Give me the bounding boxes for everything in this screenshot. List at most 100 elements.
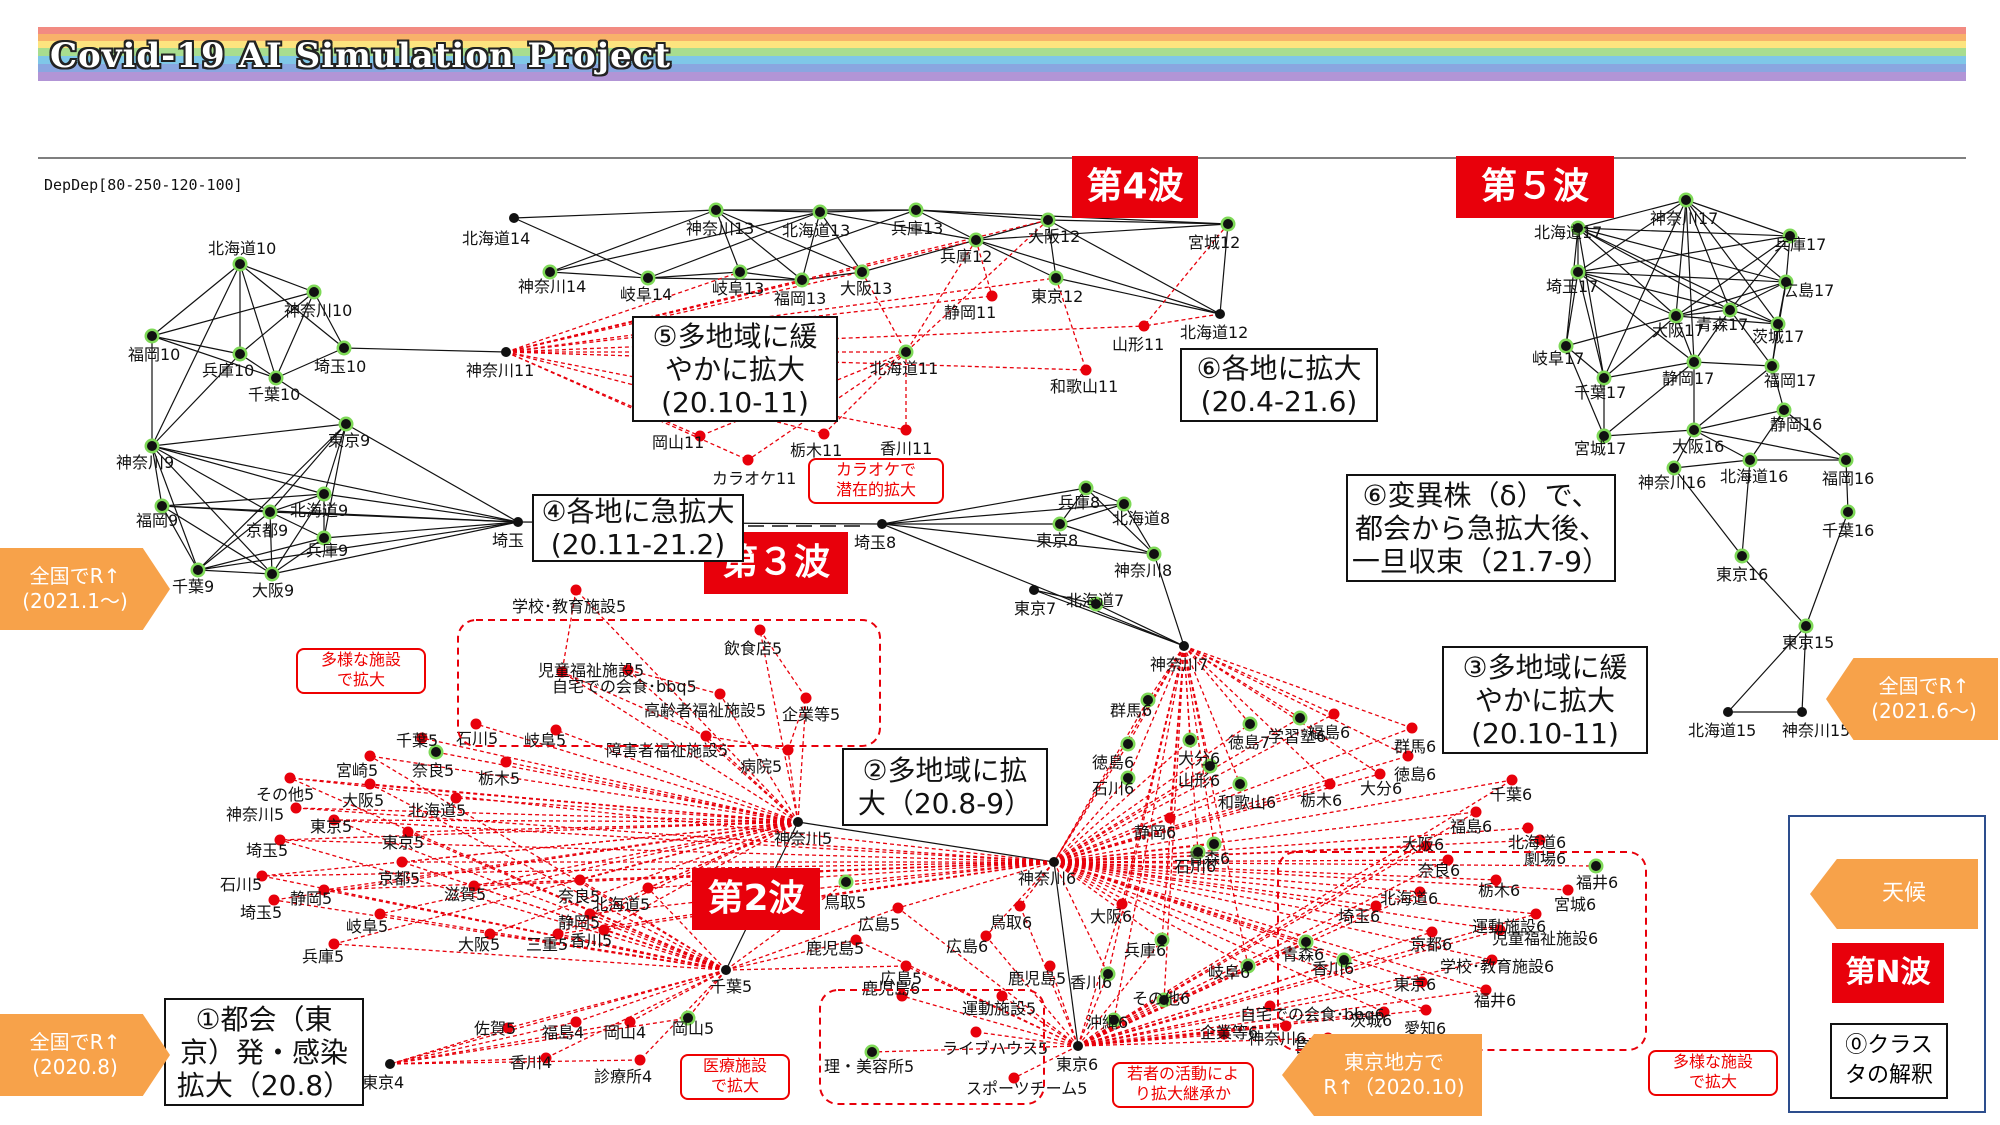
node-label: 群馬6 [1110, 701, 1152, 720]
node-label: 群馬6 [1394, 737, 1436, 756]
node-kag6 [1100, 966, 1116, 982]
node-toc6 [1324, 778, 1336, 790]
network-edge [1675, 235, 1791, 317]
network-edge [1047, 219, 1229, 225]
network-edge [197, 569, 273, 575]
node-kag5 [598, 924, 610, 936]
node-label: 東京6 [1394, 975, 1436, 994]
network-edge [151, 445, 325, 495]
network-edge-red [1053, 765, 1211, 863]
node-label: 診療所4 [594, 1067, 652, 1086]
node-label: 京都6 [1410, 935, 1452, 954]
node-fuk10 [144, 328, 160, 344]
legend-cluster-box: ⓪クラス タの解釈 [1830, 1023, 1948, 1099]
node-kag11 [900, 424, 912, 436]
node-tok5b [402, 826, 414, 838]
node-sai8 [877, 519, 887, 529]
trigger-line: (2020.8) [32, 1055, 118, 1079]
network-edge [715, 209, 741, 273]
node-kan9 [144, 438, 160, 454]
node-chi10 [268, 370, 284, 386]
node-label: スポーツチーム5 [966, 1079, 1087, 1098]
node-sho5 [700, 730, 712, 742]
network-edge-red [1053, 861, 1597, 867]
network-edge [151, 335, 241, 355]
trigger-line: 全国でR↑ [29, 1030, 121, 1054]
node-hir5b [900, 960, 912, 972]
parameter-label: DepDep[80-250-120-100] [44, 176, 243, 194]
network-edge [1675, 281, 1787, 317]
node-label: 静岡5 [558, 913, 600, 932]
node-label: 鹿児島5 [1008, 969, 1066, 988]
network-edge [1603, 361, 1695, 437]
node-sai5b [268, 894, 280, 906]
node-label: 千葉17 [1574, 383, 1626, 402]
annotation-line: (20.4-21.6) [1200, 385, 1358, 418]
annotation-box-2: ②多地域に拡 大（20.8-9） [842, 748, 1048, 826]
note-line: 若者の活動によ [1126, 1064, 1239, 1083]
network-edge [161, 493, 325, 507]
network-edge [1727, 625, 1807, 713]
annotation-line: 京）発・感染 [179, 1035, 348, 1069]
network-edge [1603, 361, 1695, 379]
node-osa16 [1686, 422, 1702, 438]
network-edge [1577, 271, 1787, 283]
network-edge-red [905, 239, 977, 353]
network-edge [975, 219, 1049, 241]
node-label: その他5 [256, 785, 314, 804]
network-edge [1685, 199, 1695, 363]
node-label: 岐阜17 [1532, 349, 1584, 368]
network-edge-red [975, 239, 993, 297]
node-label: 神奈川17 [1650, 209, 1718, 228]
network-edge-red [905, 219, 1049, 353]
network-edge [239, 263, 277, 379]
node-label: 東京12 [1031, 287, 1083, 306]
annotation-line: 拡大（20.8） [176, 1068, 352, 1102]
node-label: 北海道17 [1534, 223, 1602, 242]
node-kig6 [1218, 1028, 1230, 1040]
node-label: 静岡17 [1662, 369, 1714, 388]
network-edge [313, 291, 345, 349]
node-liv5 [970, 1026, 982, 1038]
network-edge-red [719, 693, 799, 823]
network-edge-red [473, 821, 799, 887]
node-osa5a [364, 778, 376, 790]
network-edge [801, 211, 821, 281]
network-edge-red [699, 351, 907, 437]
node-label: 北海道16 [1720, 467, 1788, 486]
node-label: 障害者福祉施設5 [606, 741, 728, 760]
node-label: 北海道5 [408, 801, 466, 820]
node-label: 鳥取6 [990, 913, 1032, 932]
node-gun6 [1140, 692, 1156, 708]
node-label: 学校･教育施設6 [1440, 957, 1554, 976]
network-edge-red [1053, 717, 1301, 863]
network-edge [1577, 227, 1779, 325]
network-edge [881, 523, 1155, 555]
node-sai17 [1570, 264, 1586, 280]
node-osa17 [1668, 308, 1684, 324]
node-label: 広島5 [858, 915, 900, 934]
network-edge [1685, 199, 1731, 311]
network-edge [151, 263, 241, 447]
node-label: 北海道15 [1688, 721, 1756, 740]
network-edge-red [1053, 861, 1163, 941]
node-son5 [284, 772, 296, 784]
node-label: 北海道8 [1112, 509, 1170, 528]
trigger-arrow-2021-1: 全国でR↑ (2021.1～) [0, 548, 170, 630]
node-kgs5a [850, 934, 862, 946]
node-label: 徳島6 [1092, 753, 1134, 772]
node-shi5 [318, 884, 330, 896]
node-sig5 [468, 880, 480, 892]
node-label: 東京6 [1056, 1055, 1098, 1074]
node-chi16 [1840, 504, 1856, 520]
network-edge [1685, 199, 1779, 325]
network-edge [1783, 409, 1847, 461]
network-edge [1801, 625, 1807, 713]
network-edge [1693, 361, 1773, 367]
annotation-line: (20.10-11) [1471, 716, 1619, 750]
network-edge-red [273, 899, 727, 971]
node-ish6b [1190, 844, 1206, 860]
node-label: 徳島7 [1228, 733, 1270, 752]
node-label: 東京16 [1716, 565, 1768, 584]
network-edge [1577, 227, 1787, 283]
